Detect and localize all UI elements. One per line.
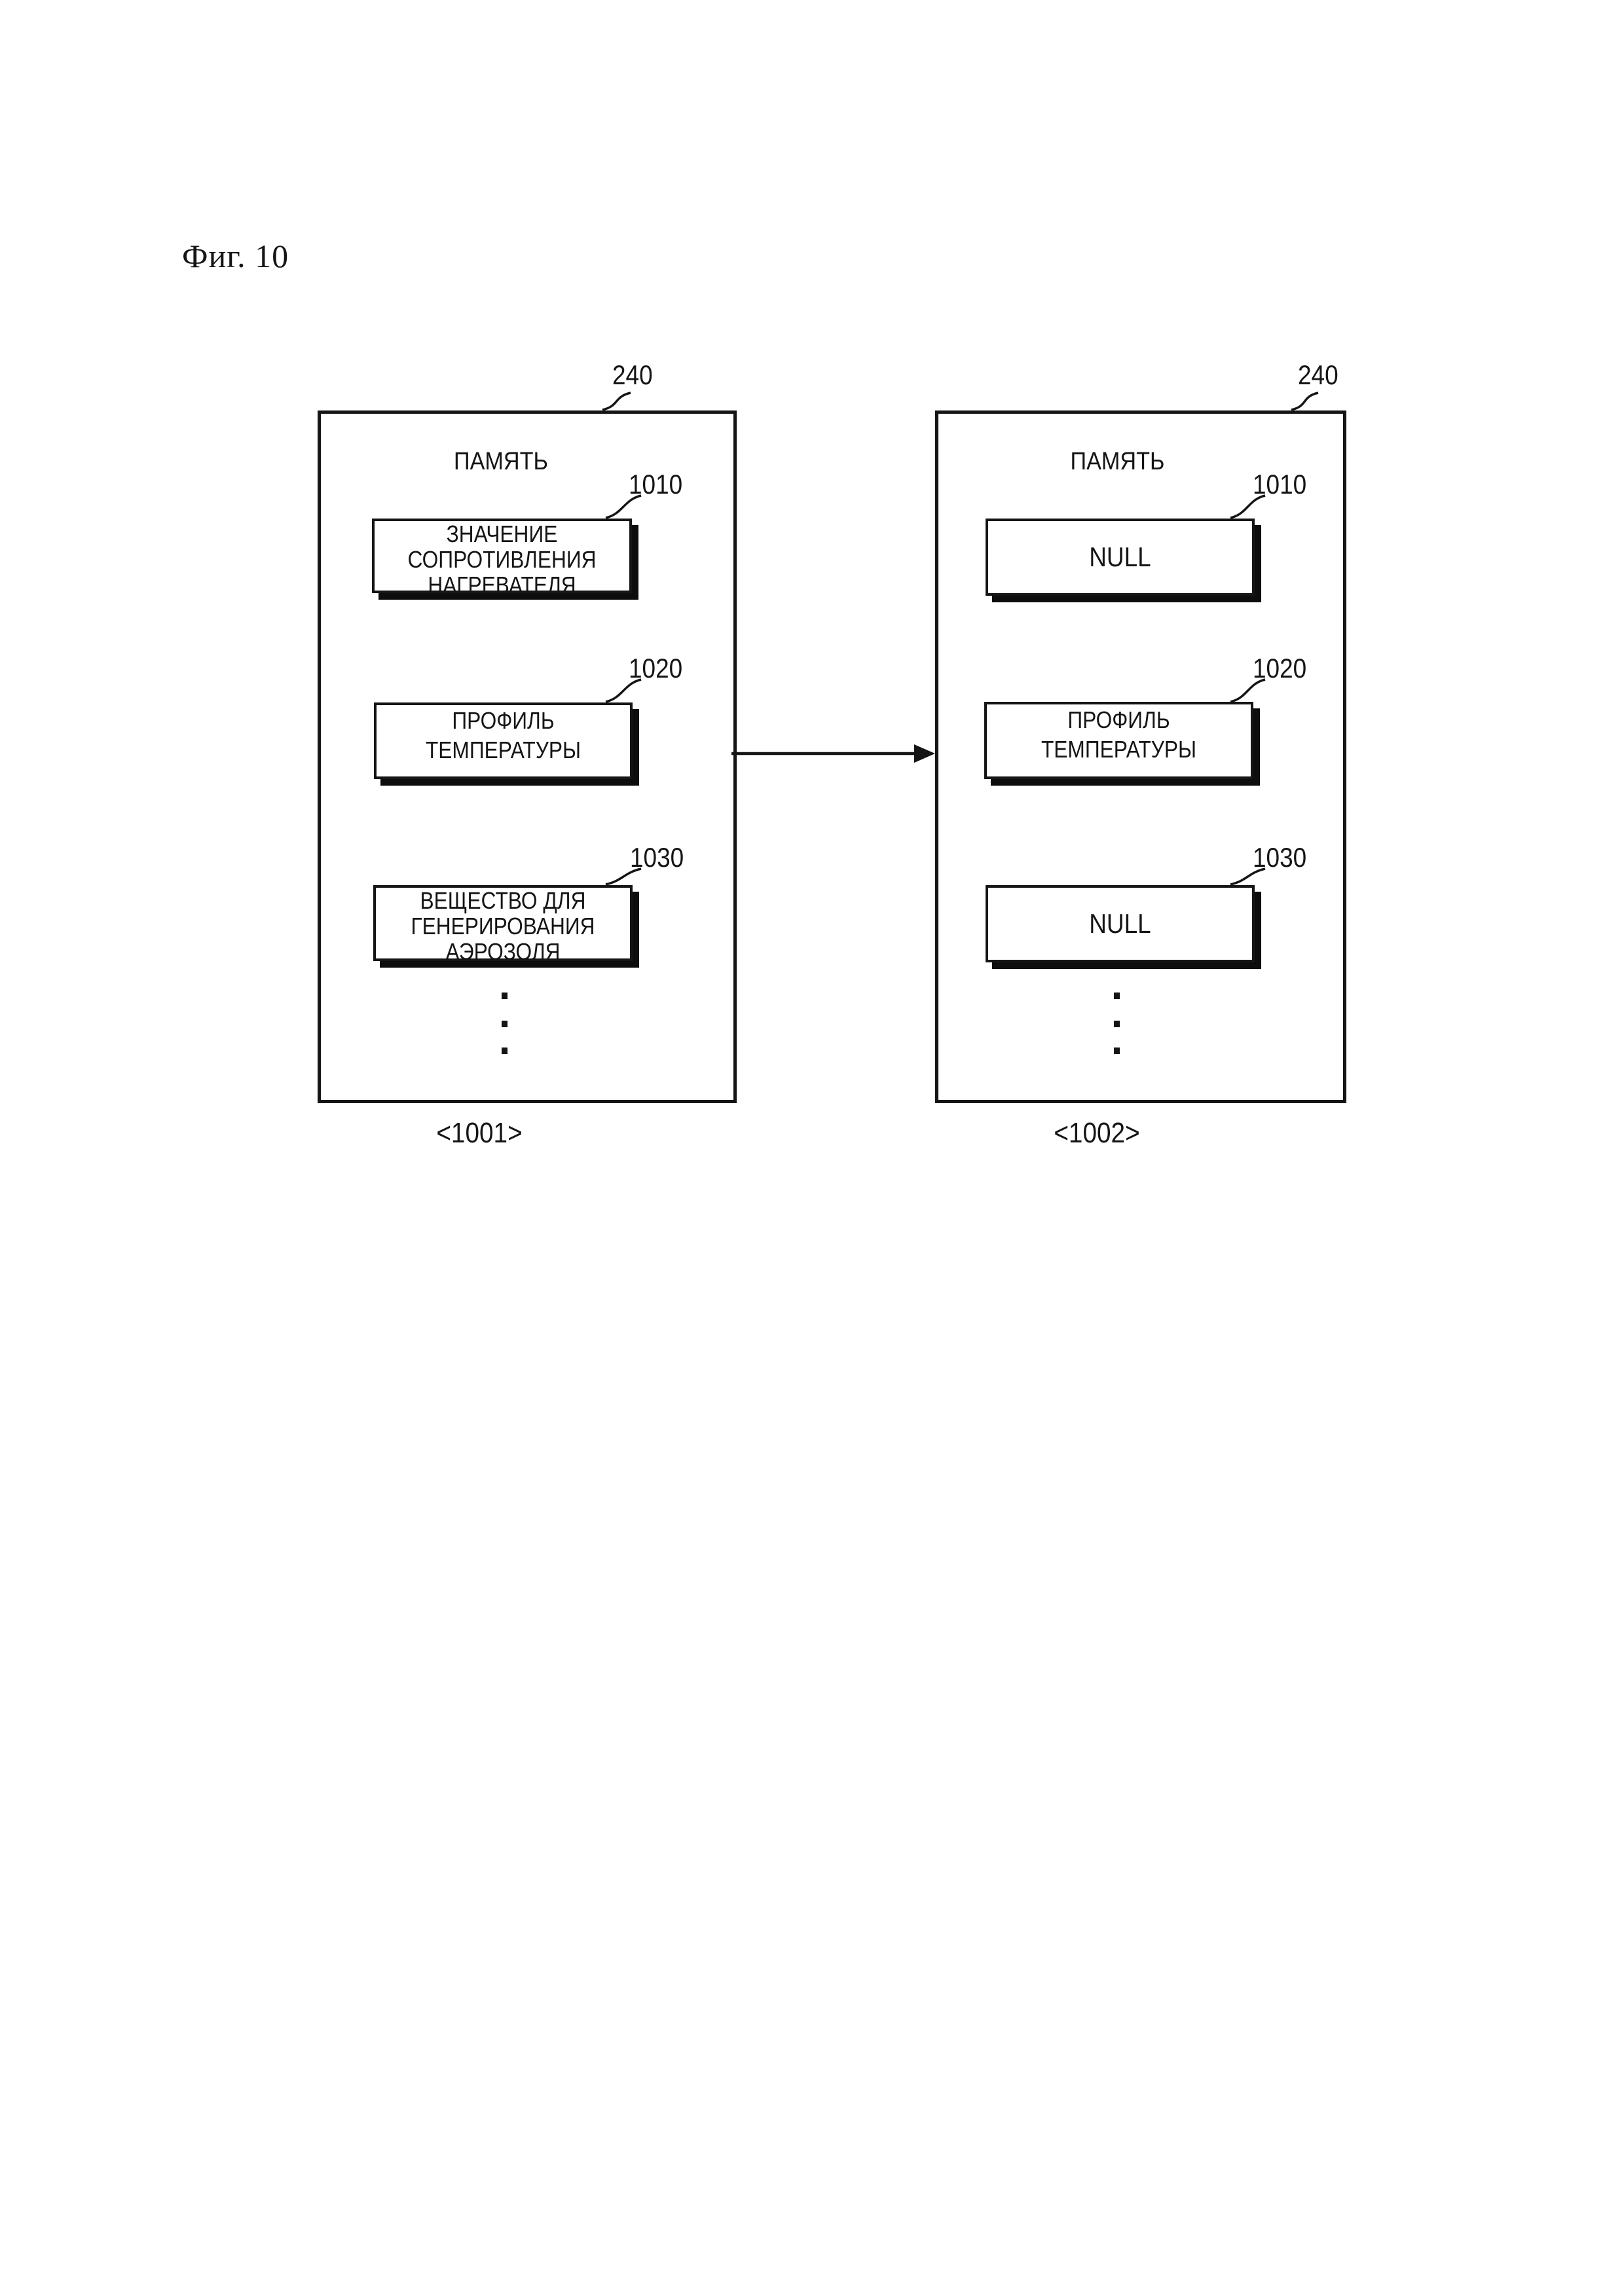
slot-line: ВЕЩЕСТВО ДЛЯ — [420, 887, 586, 914]
state-caption-after: <1002> — [1054, 1117, 1140, 1149]
slot-temperature-profile-after: ПРОФИЛЬ ТЕМПЕРАТУРЫ — [984, 702, 1253, 779]
ref-240-before: 240 — [612, 359, 653, 390]
slot-line: ТЕМПЕРАТУРЫ — [1041, 736, 1197, 763]
memory-after-title: ПАМЯТЬ — [1070, 448, 1165, 475]
figure-label: Фиг. 10 — [182, 238, 289, 274]
slot-line: NULL — [1089, 541, 1151, 572]
slot-line: НАГРЕВАТЕЛЯ — [428, 572, 576, 593]
ref-240-after: 240 — [1298, 359, 1338, 390]
slot-line: ЗНАЧЕНИЕ — [446, 520, 558, 547]
slot-line: СОПРОТИВЛЕНИЯ — [407, 546, 597, 573]
slot-temperature-profile-before: ПРОФИЛЬ ТЕМПЕРАТУРЫ — [374, 702, 633, 779]
state-caption-before: <1001> — [436, 1117, 523, 1149]
slot-aerosol-substance: ВЕЩЕСТВО ДЛЯ ГЕНЕРИРОВАНИЯ АЭРОЗОЛЯ — [373, 885, 633, 961]
slot-line: ТЕМПЕРАТУРЫ — [425, 737, 581, 763]
ref-1030-before: 1030 — [630, 842, 684, 873]
leader-line-240-before — [602, 392, 631, 411]
slot-line: ГЕНЕРИРОВАНИЯ — [411, 913, 595, 939]
slot-line: ПРОФИЛЬ — [452, 707, 555, 734]
memory-before-title: ПАМЯТЬ — [454, 448, 548, 475]
ref-1010-after: 1010 — [1253, 469, 1307, 500]
slot-line: ПРОФИЛЬ — [1067, 706, 1170, 733]
slot-heater-resistance: ЗНАЧЕНИЕ СОПРОТИВЛЕНИЯ НАГРЕВАТЕЛЯ — [372, 519, 632, 593]
slot-line: NULL — [1089, 908, 1151, 939]
ref-1020-after: 1020 — [1253, 653, 1307, 683]
slot-null-1010: NULL — [986, 519, 1255, 596]
leader-line-240-after — [1291, 392, 1319, 411]
ref-1010-before: 1010 — [629, 469, 683, 500]
transfer-arrow-head — [914, 744, 935, 763]
ref-1020-before: 1020 — [629, 653, 683, 683]
slot-null-1030: NULL — [986, 885, 1255, 962]
slot-line: АЭРОЗОЛЯ — [445, 938, 561, 961]
ref-1030-after: 1030 — [1253, 842, 1307, 873]
